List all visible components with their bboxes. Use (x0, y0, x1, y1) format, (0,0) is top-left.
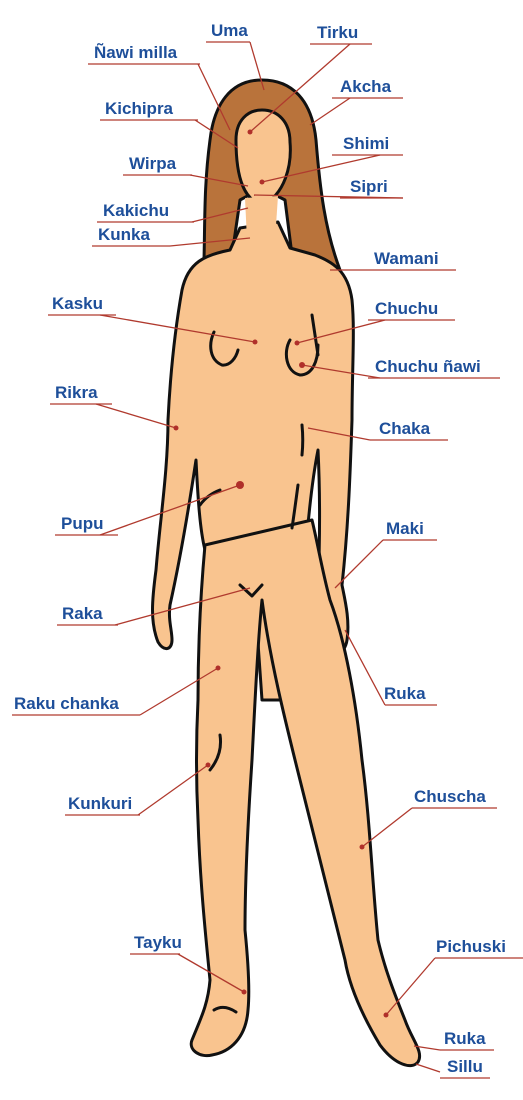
label-chuscha: Chuscha (414, 787, 486, 806)
point-tayku (242, 990, 247, 995)
label-kichipra: Kichipra (105, 99, 174, 118)
label-pichuski: Pichuski (436, 937, 506, 956)
point-chuchu (295, 341, 300, 346)
neck (245, 196, 278, 240)
label-nawi-milla: Ñawi milla (94, 42, 178, 62)
label-ruka-hand: Ruka (384, 684, 426, 703)
label-ruka-foot: Ruka (444, 1029, 486, 1048)
label-maki: Maki (386, 519, 424, 538)
label-uma: Uma (211, 21, 248, 40)
human-figure (153, 80, 420, 1066)
point-tirku (248, 130, 253, 135)
label-kunkuri: Kunkuri (68, 794, 132, 813)
label-wamani: Wamani (374, 249, 439, 268)
point-pichuski (384, 1013, 389, 1018)
label-akcha: Akcha (340, 77, 392, 96)
label-raku-chanka: Raku chanka (14, 694, 119, 713)
label-tayku: Tayku (134, 933, 182, 952)
label-wirpa: Wirpa (129, 154, 177, 173)
label-kakichu: Kakichu (103, 201, 169, 220)
point-chuchu-nawi (299, 362, 305, 368)
label-raka: Raka (62, 604, 103, 623)
label-pupu: Pupu (61, 514, 104, 533)
label-sillu: Sillu (447, 1057, 483, 1076)
label-chuchu-nawi: Chuchu ñawi (375, 357, 481, 376)
label-kasku: Kasku (52, 294, 103, 313)
label-sipri: Sipri (350, 177, 388, 196)
label-rikra: Rikra (55, 383, 98, 402)
label-tirku: Tirku (317, 23, 358, 42)
label-chaka: Chaka (379, 419, 431, 438)
legs (191, 520, 419, 1066)
point-pupu (236, 481, 244, 489)
label-kunka: Kunka (98, 225, 151, 244)
point-rikra (174, 426, 179, 431)
label-chuchu: Chuchu (375, 299, 438, 318)
label-shimi: Shimi (343, 134, 389, 153)
point-shimi (260, 180, 265, 185)
point-raku-chanka (216, 666, 221, 671)
point-kasku (253, 340, 258, 345)
point-chuscha (360, 845, 365, 850)
point-kunkuri (206, 763, 211, 768)
